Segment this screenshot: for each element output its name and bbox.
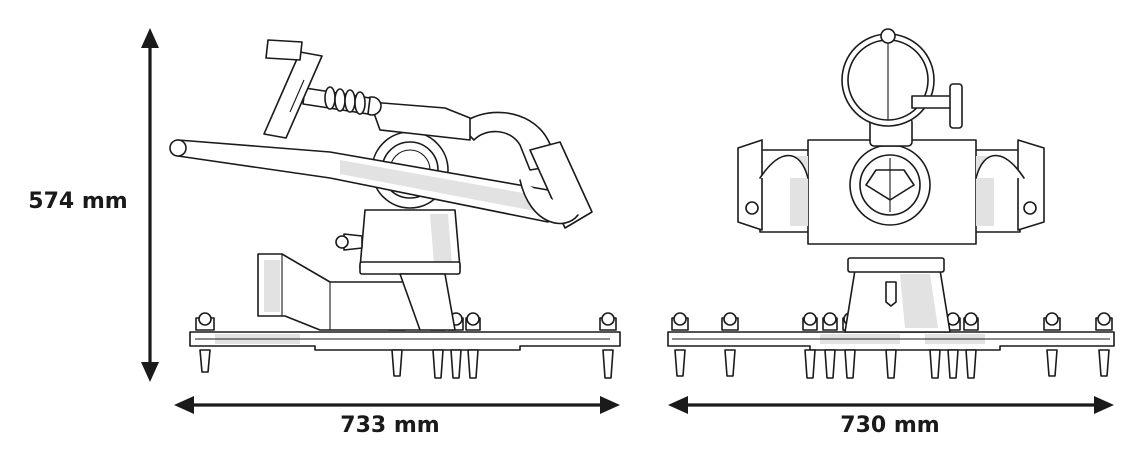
front-left-loop <box>737 139 763 231</box>
side-gearbox <box>369 101 471 141</box>
side-width-arrow-right <box>600 396 620 414</box>
height-arrow-bottom <box>141 362 159 382</box>
side-view-monitor <box>169 39 621 379</box>
front-view-monitor <box>667 28 1115 379</box>
side-width-dimension: 733 mm <box>174 396 620 438</box>
front-width-arrow-left <box>668 396 688 414</box>
front-right-loop <box>1017 139 1045 231</box>
side-handwheel-grip <box>265 39 303 61</box>
height-label: 574 mm <box>28 189 127 214</box>
height-arrow-top <box>141 28 159 48</box>
side-width-arrow-left <box>174 396 194 414</box>
front-width-arrow-right <box>1094 396 1114 414</box>
side-handwheel <box>263 51 323 139</box>
front-width-dimension: 730 mm <box>668 396 1114 438</box>
height-dimension: 574 mm <box>28 28 159 382</box>
front-width-label: 730 mm <box>840 413 939 438</box>
side-width-label: 733 mm <box>340 413 439 438</box>
side-spring <box>324 86 366 115</box>
